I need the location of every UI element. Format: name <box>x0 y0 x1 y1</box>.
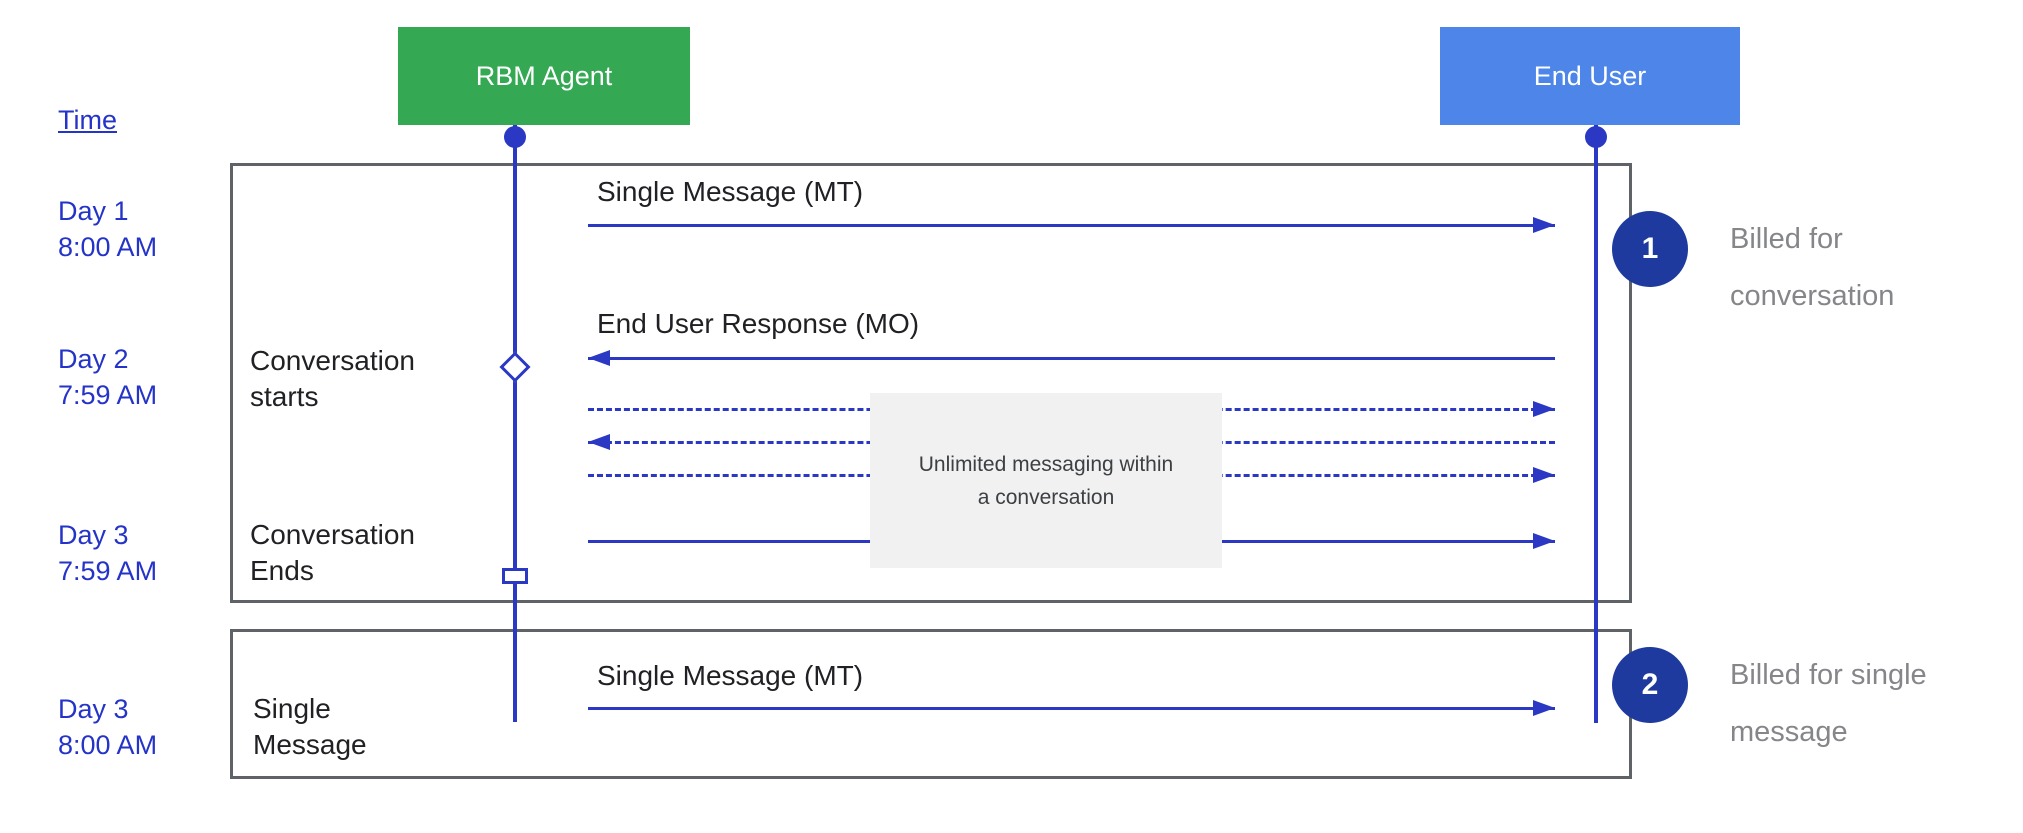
mt-message-arrow <box>588 217 1555 233</box>
rbm-agent-lifeline <box>513 125 517 722</box>
single-message-billing-frame <box>230 629 1632 779</box>
billing-badge-2: 2 <box>1612 647 1688 723</box>
conversation-starts-label: Conversation starts <box>250 345 415 412</box>
single-message-label: Single Message <box>253 693 367 760</box>
time-axis-label: Time <box>58 105 117 135</box>
time-row-day3-early: Day 3 7:59 AM <box>58 517 238 589</box>
arrowhead-right-icon <box>1533 217 1555 233</box>
time-row-day: Day 3 <box>58 694 129 724</box>
rbm-agent-box: RBM Agent <box>398 27 690 125</box>
conversation-billing-frame <box>230 163 1632 603</box>
time-row-day: Day 1 <box>58 196 129 226</box>
time-row-time: 7:59 AM <box>58 380 158 410</box>
end-user-lifeline-dot <box>1585 126 1607 148</box>
time-row-time: 7:59 AM <box>58 556 158 586</box>
single-message-mt-label-1: Single Message (MT) <box>597 176 864 207</box>
conversation-end-square-marker <box>502 568 528 584</box>
end-user-label: End User <box>1533 60 1647 91</box>
single-message-mt-label-2: Single Message (MT) <box>597 660 864 691</box>
billed-for-conversation-text: Billed for conversation <box>1730 223 1895 312</box>
end-user-lifeline <box>1594 125 1598 723</box>
rbm-agent-lifeline-dot <box>504 126 526 148</box>
arrowhead-left-icon <box>588 350 610 366</box>
rbm-agent-label: RBM Agent <box>475 60 613 91</box>
arrowhead-right-icon <box>1533 467 1555 483</box>
time-row-day2: Day 2 7:59 AM <box>58 341 238 413</box>
end-user-box: End User <box>1440 27 1740 125</box>
arrowhead-right-icon <box>1533 401 1555 417</box>
end-user-response-mo-label: End User Response (MO) <box>597 308 920 339</box>
mo-response-arrow <box>588 350 1555 366</box>
single-message-arrow <box>588 700 1555 716</box>
billed-for-single-message-text: Billed for single message <box>1730 659 1927 748</box>
time-row-day: Day 2 <box>58 344 129 374</box>
billing-badge-1-number: 1 <box>1641 232 1659 265</box>
time-row-day1: Day 1 8:00 AM <box>58 193 238 265</box>
time-row-day3-late: Day 3 8:00 AM <box>58 691 238 763</box>
arrowhead-right-icon <box>1533 533 1555 549</box>
time-row-day: Day 3 <box>58 520 129 550</box>
billing-badge-2-number: 2 <box>1641 668 1659 701</box>
unlimited-messaging-note: Unlimited messaging within a conversatio… <box>870 393 1222 568</box>
arrowhead-left-icon <box>588 434 610 450</box>
conversation-ends-label: Conversation Ends <box>250 519 415 586</box>
billing-badge-1: 1 <box>1612 211 1688 287</box>
time-row-time: 8:00 AM <box>58 730 158 760</box>
arrowhead-right-icon <box>1533 700 1555 716</box>
time-row-time: 8:00 AM <box>58 232 158 262</box>
unlimited-messaging-note-text: Unlimited messaging within a conversatio… <box>918 452 1174 509</box>
